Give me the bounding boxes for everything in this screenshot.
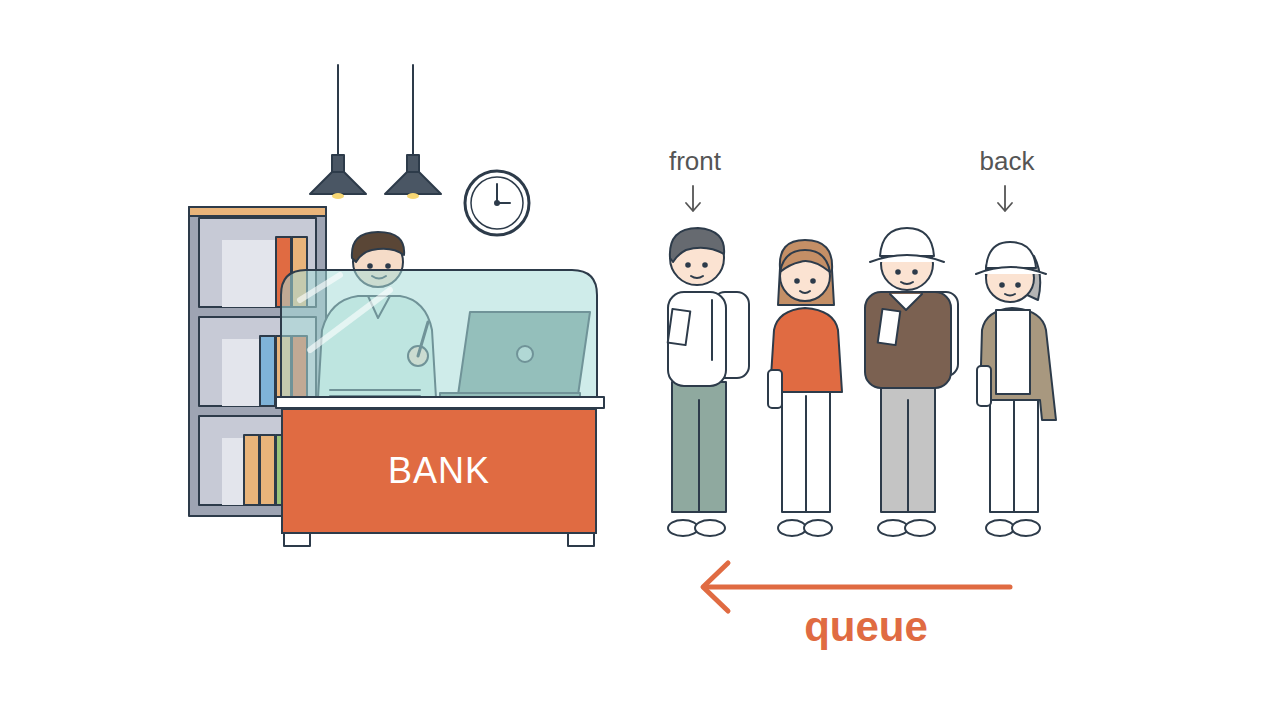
pointer-arrow: [998, 186, 1012, 211]
bank-desk: BANK: [281, 408, 597, 534]
queue-title: queue: [804, 603, 928, 651]
desk-leg: [568, 533, 594, 546]
person: [768, 240, 842, 536]
person-front: [668, 228, 749, 536]
person-back: [976, 242, 1056, 536]
queue-end-label: back: [980, 146, 1035, 177]
queue-end-label: front: [669, 146, 721, 177]
pointer-arrow: [686, 186, 700, 211]
node-label: BANK: [388, 450, 490, 492]
desk-leg: [284, 533, 310, 546]
ceiling-lamps: [310, 65, 441, 199]
wall-clock: [465, 171, 529, 235]
person: [865, 228, 958, 536]
glass-shield: [281, 270, 597, 402]
counter-top: [276, 397, 604, 408]
